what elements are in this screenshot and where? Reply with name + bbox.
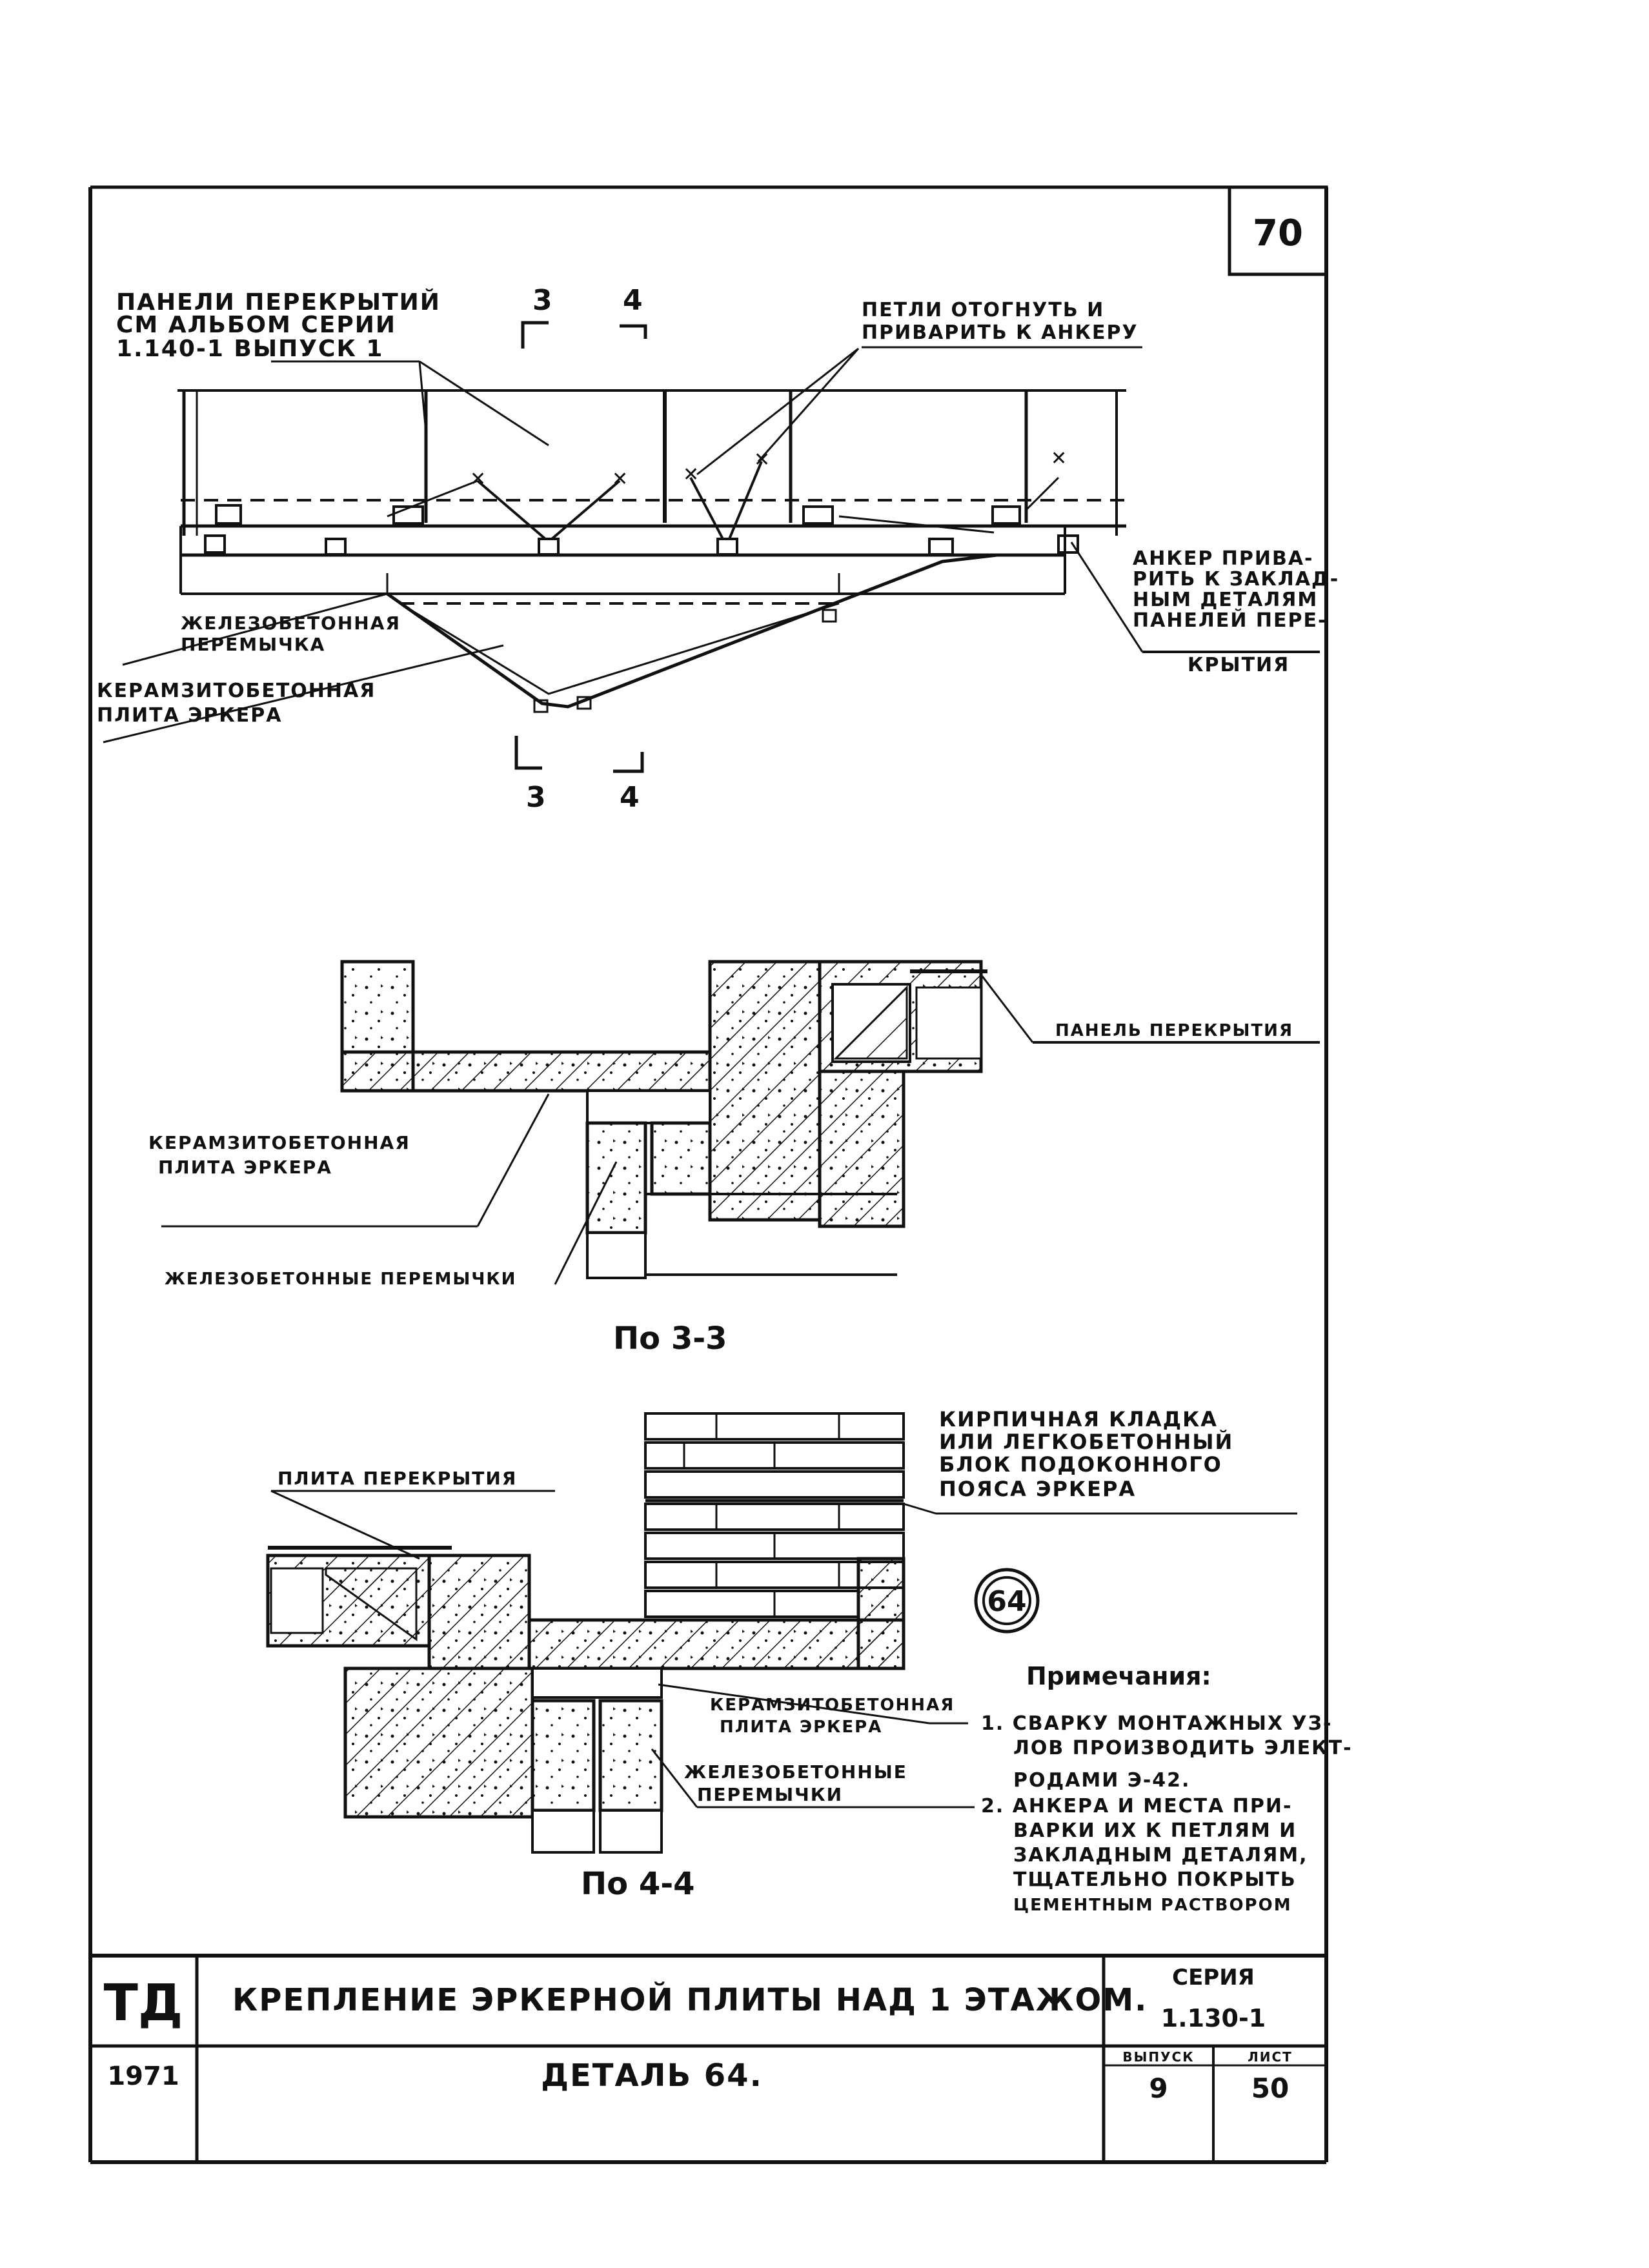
notes: Примечания: 1. СВАРКУ МОНТАЖНЫХ УЗ- ЛОВ … [981,1662,1353,1915]
svg-text:ПЕРЕМЫЧКА: ПЕРЕМЫЧКА [181,634,325,655]
section-marks: 3 4 3 4 [514,284,647,814]
svg-text:ЖЕЛЕЗОБЕТОННЫЕ ПЕРЕМЫЧКИ: ЖЕЛЕЗОБЕТОННЫЕ ПЕРЕМЫЧКИ [165,1270,516,1289]
plan-label-lintel: ЖЕЛЕЗОБЕТОННАЯ ПЕРЕМЫЧКА [181,613,401,655]
svg-text:1.140-1 ВЫПУСК 1: 1.140-1 ВЫПУСК 1 [116,336,383,362]
section-3-3-labels: ПАНЕЛЬ ПЕРЕКРЫТИЯ КЕРАМЗИТОБЕТОННАЯ ПЛИТ… [148,1021,1293,1357]
svg-text:РОДАМИ Э-42.: РОДАМИ Э-42. [1013,1769,1190,1792]
svg-text:РИТЬ К ЗАКЛАД-: РИТЬ К ЗАКЛАД- [1133,568,1339,591]
svg-text:ТЩАТЕЛЬНО ПОКРЫТЬ: ТЩАТЕЛЬНО ПОКРЫТЬ [1013,1868,1297,1891]
issue-label: ВЫПУСК [1122,2049,1194,2065]
svg-text:КИРПИЧНАЯ КЛАДКА: КИРПИЧНАЯ КЛАДКА [939,1407,1218,1432]
svg-text:ЦЕМЕНТНЫМ РАСТВОРОМ: ЦЕМЕНТНЫМ РАСТВОРОМ [1013,1896,1292,1915]
svg-text:АНКЕР ПРИВА-: АНКЕР ПРИВА- [1133,547,1314,570]
svg-text:ЖЕЛЕЗОБЕТОННАЯ: ЖЕЛЕЗОБЕТОННАЯ [181,613,401,634]
svg-text:ПЛИТА ЭРКЕРА: ПЛИТА ЭРКЕРА [97,704,282,727]
sheet-label: ЛИСТ [1248,2049,1293,2065]
svg-text:ПЕТЛИ ОТОГНУТЬ И: ПЕТЛИ ОТОГНУТЬ И [862,299,1104,321]
svg-text:КЕРАМЗИТОБЕТОННАЯ: КЕРАМЗИТОБЕТОННАЯ [148,1132,410,1153]
section-3-3-caption: По 3-3 [613,1321,727,1357]
masonry-courses [644,1412,905,1618]
svg-text:4: 4 [623,284,643,317]
svg-text:КЕРАМЗИТОБЕТОННАЯ: КЕРАМЗИТОБЕТОННАЯ [710,1696,955,1715]
drawing-title: КРЕПЛЕНИЕ ЭРКЕРНОЙ ПЛИТЫ НАД 1 ЭТАЖОМ. [232,1981,1148,2018]
drawing-subtitle: ДЕТАЛЬ 64. [541,2058,763,2094]
svg-text:64: 64 [987,1585,1026,1618]
plan-label-bay-slab: КЕРАМЗИТОБЕТОННАЯ ПЛИТА ЭРКЕРА [97,680,376,727]
svg-text:ПАНЕЛИ ПЕРЕКРЫТИЙ: ПАНЕЛИ ПЕРЕКРЫТИЙ [116,289,441,316]
org-mark: ТД [104,1974,183,2032]
section-4-4-caption: По 4-4 [581,1866,695,1902]
sheet-value: 50 [1251,2072,1289,2104]
issue-value: 9 [1149,2072,1168,2104]
series-value: 1.130-1 [1161,2004,1266,2032]
detail-mark-64: 64 [974,1568,1040,1634]
svg-text:ПАНЕЛЕЙ ПЕРЕ-: ПАНЕЛЕЙ ПЕРЕ- [1133,609,1327,632]
svg-text:ЖЕЛЕЗОБЕТОННЫЕ: ЖЕЛЕЗОБЕТОННЫЕ [684,1761,907,1783]
series-label: СЕРИЯ [1172,1965,1255,1990]
svg-text:ПЛИТА ПЕРЕКРЫТИЯ: ПЛИТА ПЕРЕКРЫТИЯ [278,1468,517,1489]
svg-text:✕: ✕ [683,463,699,486]
svg-text:ПЕРЕМЫЧКИ: ПЕРЕМЫЧКИ [697,1784,843,1805]
sheet-frame [88,185,1328,2164]
notes-heading: Примечания: [1026,1662,1211,1690]
plan-view: ✕ ✕ ✕ ✕ ✕ 3 4 3 4 [103,284,1320,814]
svg-text:ЛОВ ПРОИЗВОДИТЬ ЭЛЕКТ-: ЛОВ ПРОИЗВОДИТЬ ЭЛЕКТ- [1013,1737,1353,1759]
svg-text:4: 4 [620,781,640,814]
section-3-3 [161,960,1320,1285]
embedded-parts [204,504,1079,556]
svg-text:ПАНЕЛЬ ПЕРЕКРЫТИЯ: ПАНЕЛЬ ПЕРЕКРЫТИЯ [1055,1021,1293,1040]
svg-text:ВАРКИ ИХ К ПЕТЛЯМ И: ВАРКИ ИХ К ПЕТЛЯМ И [1013,1819,1297,1842]
svg-text:СМ АЛЬБОМ СЕРИИ: СМ АЛЬБОМ СЕРИИ [116,312,396,338]
svg-text:✕: ✕ [612,468,628,491]
svg-text:3: 3 [526,781,546,814]
svg-text:✕: ✕ [1051,447,1067,470]
svg-text:1. СВАРКУ МОНТАЖНЫХ УЗ-: 1. СВАРКУ МОНТАЖНЫХ УЗ- [981,1712,1332,1735]
sheet-number-box: 70 [1228,185,1328,276]
section-4-4-labels: ПЛИТА ПЕРЕКРЫТИЯ КИРПИЧНАЯ КЛАДКА ИЛИ ЛЕ… [278,1407,1233,1902]
svg-text:ПЛИТА ЭРКЕРА: ПЛИТА ЭРКЕРА [720,1717,882,1737]
svg-text:ИЛИ ЛЕГКОБЕТОННЫЙ: ИЛИ ЛЕГКОБЕТОННЫЙ [939,1430,1233,1454]
sheet-number: 70 [1253,212,1303,254]
svg-text:3: 3 [532,284,552,317]
plan-label-loops: ПЕТЛИ ОТОГНУТЬ И ПРИВАРИТЬ К АНКЕРУ [862,299,1142,349]
svg-text:КЕРАМЗИТОБЕТОННАЯ: КЕРАМЗИТОБЕТОННАЯ [97,680,376,702]
title-block: ТД 1971 КРЕПЛЕНИЕ ЭРКЕРНОЙ ПЛИТЫ НАД 1 Э… [90,1954,1326,2162]
svg-text:БЛОК ПОДОКОННОГО: БЛОК ПОДОКОННОГО [939,1452,1222,1477]
svg-text:✕: ✕ [470,468,486,491]
year: 1971 [107,2061,179,2091]
svg-text:КРЫТИЯ: КРЫТИЯ [1188,654,1290,676]
plan-label-floor-panels: ПАНЕЛИ ПЕРЕКРЫТИЙ СМ АЛЬБОМ СЕРИИ 1.140-… [116,289,441,362]
svg-text:ЗАКЛАДНЫМ ДЕТАЛЯМ,: ЗАКЛАДНЫМ ДЕТАЛЯМ, [1013,1844,1308,1867]
svg-text:ПОЯСА ЭРКЕРА: ПОЯСА ЭРКЕРА [939,1477,1136,1501]
svg-text:НЫМ ДЕТАЛЯМ: НЫМ ДЕТАЛЯМ [1133,589,1318,611]
section-4-4: 64 [266,1412,1297,1854]
plan-label-anchor: АНКЕР ПРИВА- РИТЬ К ЗАКЛАД- НЫМ ДЕТАЛЯМ … [1133,547,1339,676]
svg-text:ПРИВАРИТЬ К АНКЕРУ: ПРИВАРИТЬ К АНКЕРУ [862,321,1138,344]
svg-text:2. АНКЕРА И МЕСТА ПРИ-: 2. АНКЕРА И МЕСТА ПРИ- [981,1795,1292,1817]
svg-text:ПЛИТА ЭРКЕРА: ПЛИТА ЭРКЕРА [158,1157,332,1178]
